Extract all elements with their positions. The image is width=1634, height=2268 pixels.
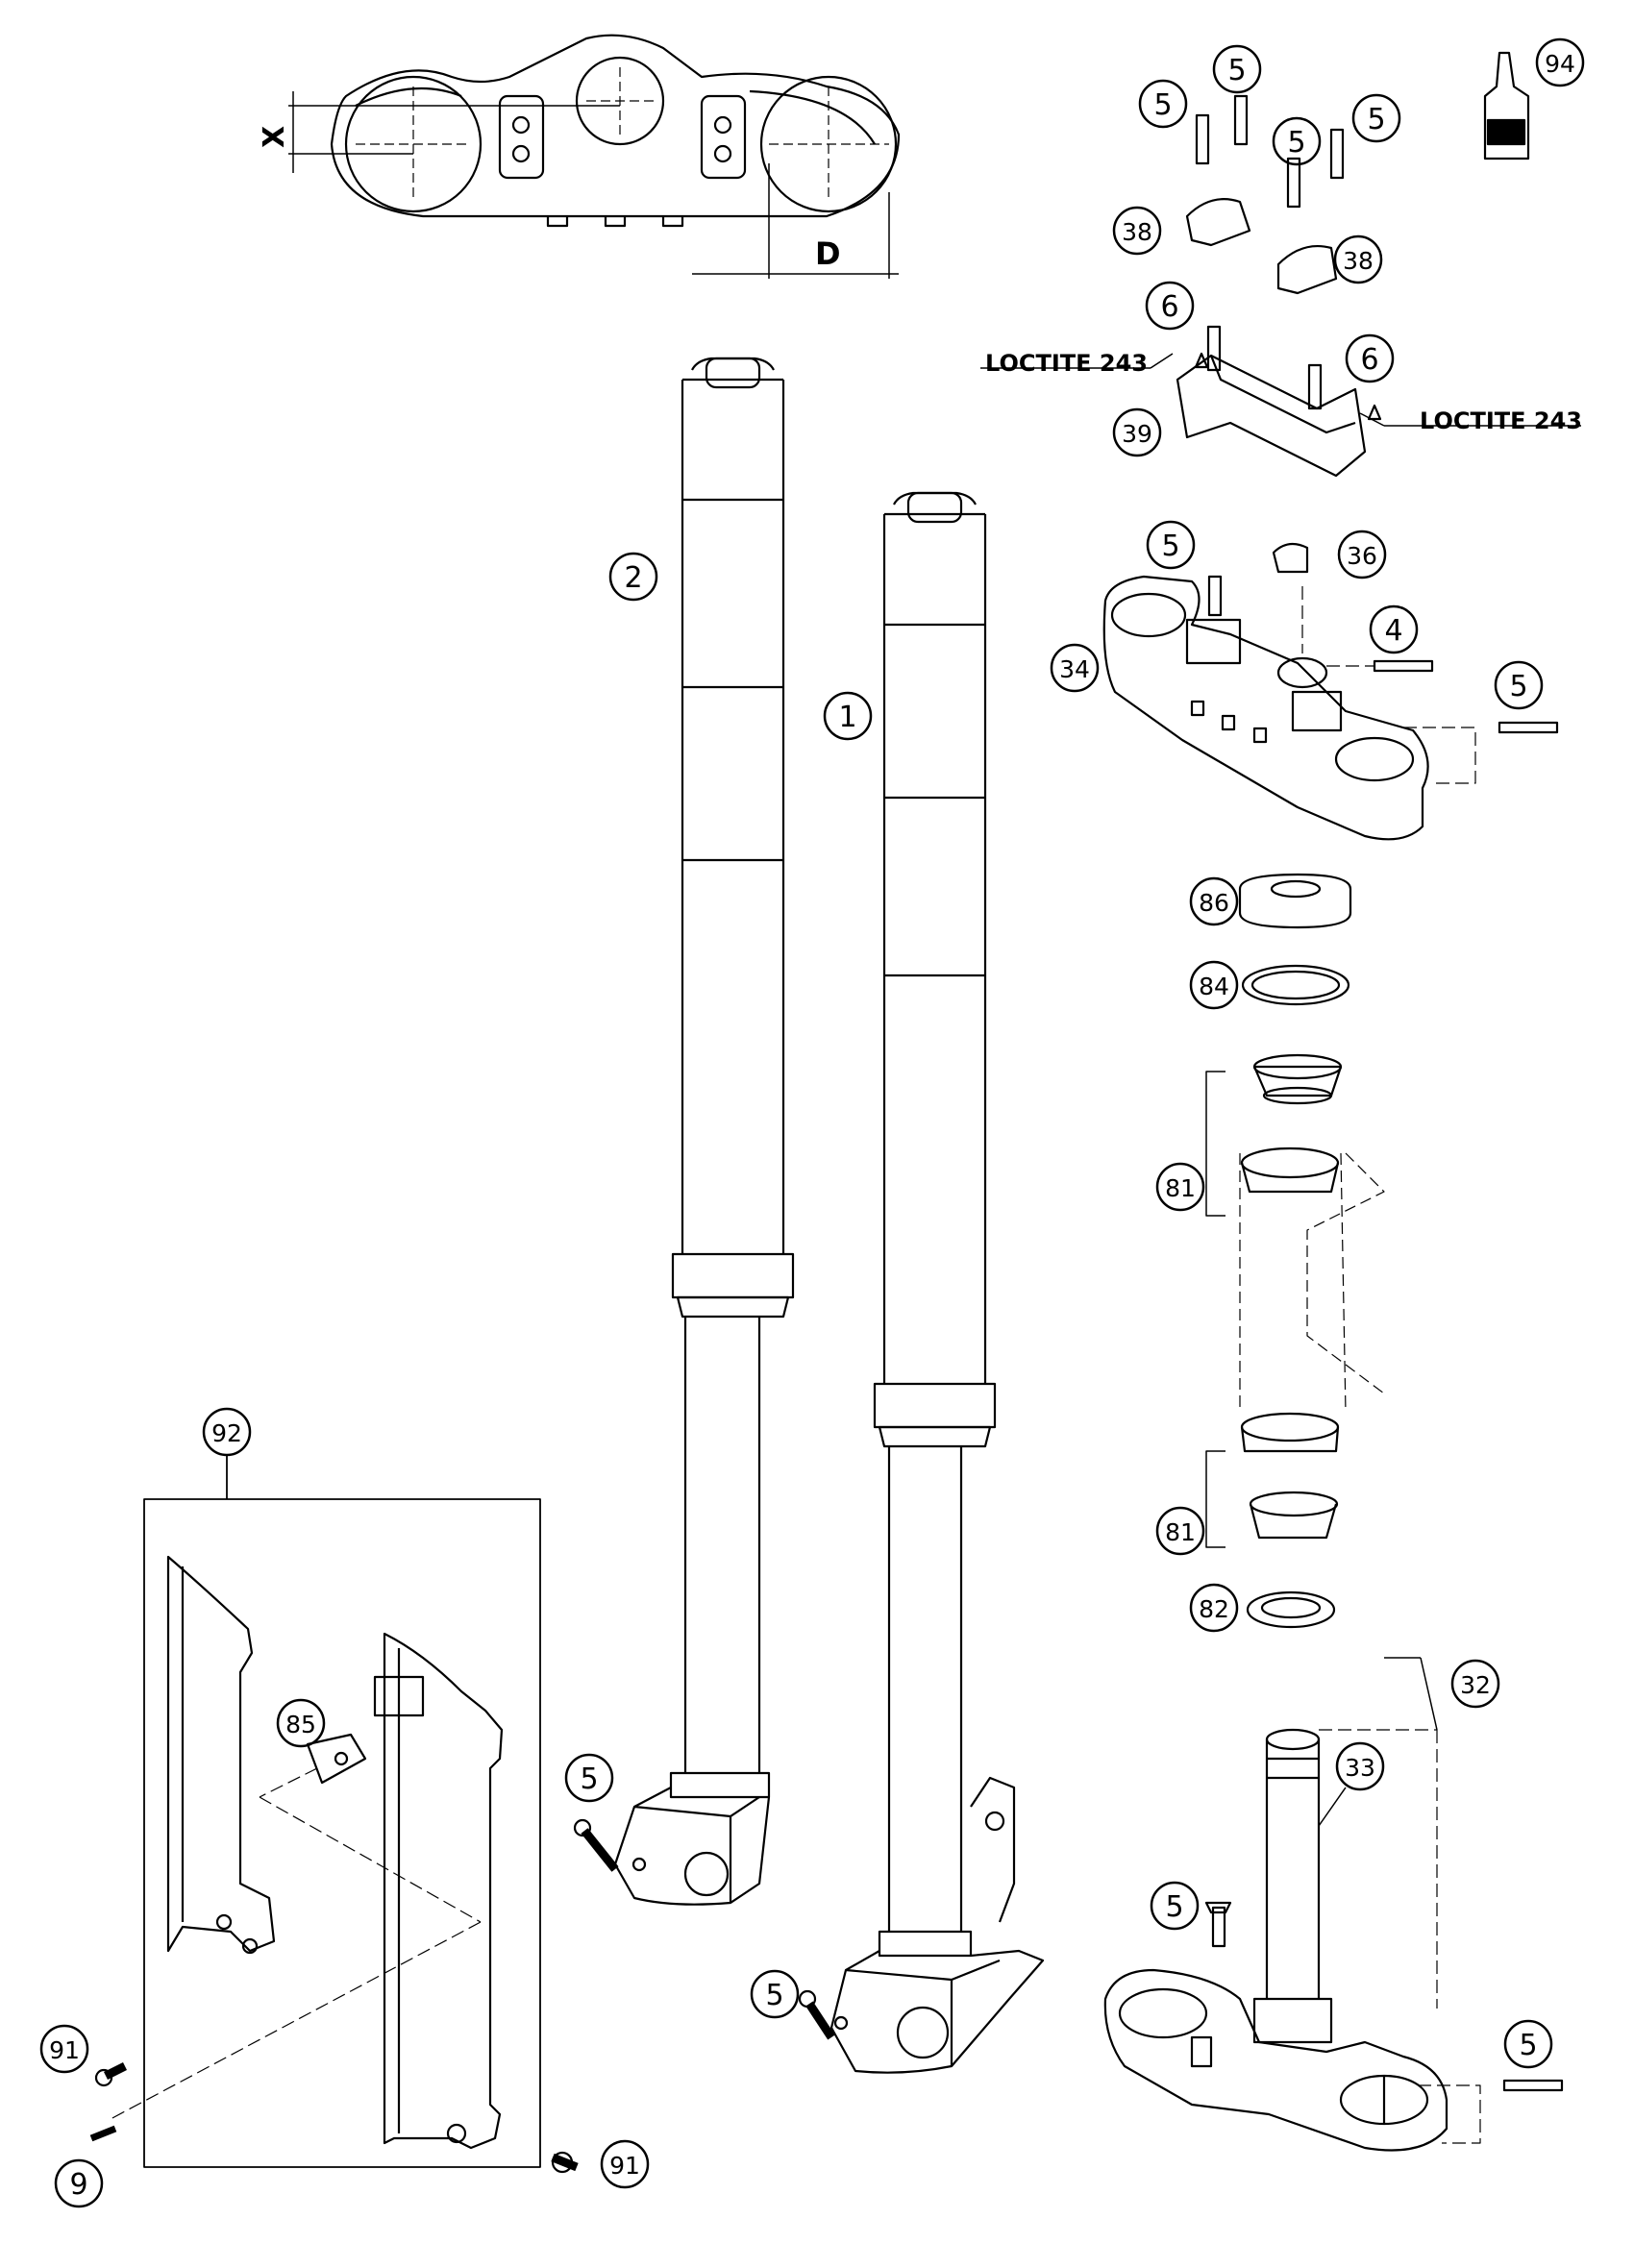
callout-86: 86 (1189, 876, 1239, 926)
svg-text:39: 39 (1122, 420, 1152, 448)
callout-91-b: 91 (600, 2139, 650, 2189)
callout-85: 85 (276, 1698, 326, 1748)
fork-leg-1 (829, 491, 1045, 2074)
svg-text:4: 4 (1384, 614, 1402, 648)
callout-5-g: 5 (564, 1753, 614, 1803)
callout-94: 94 (1535, 37, 1585, 87)
loose-screws (89, 1818, 835, 2174)
svg-text:1: 1 (838, 701, 856, 734)
loctite-label-left: LOCTITE 243 (985, 350, 1148, 377)
callout-5-j: 5 (1503, 2019, 1553, 2069)
callout-1: 1 (823, 691, 873, 741)
callout-2: 2 (608, 552, 658, 602)
svg-text:34: 34 (1059, 655, 1090, 683)
callout-6-b: 6 (1345, 333, 1395, 383)
callout-92: 92 (202, 1407, 252, 1457)
lower-triple-clamp (1103, 1728, 1564, 2152)
dimension-d-label: D (815, 235, 841, 272)
callout-5-d: 5 (1351, 93, 1401, 143)
upper-triple-clamp (1102, 542, 1559, 841)
svg-text:5: 5 (1227, 54, 1246, 87)
svg-text:92: 92 (211, 1419, 242, 1447)
svg-text:86: 86 (1199, 889, 1229, 917)
svg-text:85: 85 (285, 1711, 316, 1738)
svg-text:38: 38 (1343, 247, 1374, 275)
svg-text:5: 5 (1161, 530, 1179, 563)
callout-9: 9 (54, 2158, 104, 2208)
svg-text:38: 38 (1122, 218, 1152, 246)
bearings-seals (1205, 873, 1385, 1629)
callout-5-c: 5 (1272, 116, 1322, 166)
svg-text:81: 81 (1165, 1518, 1196, 1546)
callout-5-i: 5 (1150, 1881, 1200, 1931)
svg-text:36: 36 (1347, 542, 1377, 570)
callout-82: 82 (1189, 1583, 1239, 1633)
callout-81-upper: 81 (1155, 1162, 1205, 1212)
svg-text:5: 5 (1287, 126, 1305, 160)
svg-text:94: 94 (1545, 50, 1575, 78)
svg-text:5: 5 (580, 1763, 598, 1796)
svg-text:5: 5 (1165, 1890, 1183, 1924)
handlebar-clamps (1176, 94, 1382, 478)
callout-84: 84 (1189, 960, 1239, 1010)
callout-5-e: 5 (1146, 520, 1196, 570)
callout-38-a: 38 (1112, 206, 1162, 256)
svg-text:91: 91 (609, 2152, 640, 2180)
callout-5-h: 5 (750, 1969, 800, 2019)
svg-text:5: 5 (1367, 103, 1385, 136)
svg-text:91: 91 (49, 2036, 80, 2064)
callout-81-lower: 81 (1155, 1506, 1205, 1556)
callout-39: 39 (1112, 407, 1162, 457)
svg-text:6: 6 (1160, 290, 1178, 324)
callout-32: 32 (1450, 1659, 1500, 1709)
callout-5-f: 5 (1494, 660, 1544, 710)
callout-36: 36 (1337, 530, 1387, 579)
fork-protector-kit (110, 1456, 541, 2168)
dimension-x-label: X (258, 126, 291, 148)
svg-text:2: 2 (624, 561, 642, 595)
callout-38-b: 38 (1333, 234, 1383, 284)
callout-34: 34 (1050, 643, 1100, 693)
loctite-label-right: LOCTITE 243 (1420, 407, 1582, 434)
leader-lines (980, 353, 1581, 1827)
svg-text:32: 32 (1460, 1671, 1491, 1699)
callout-4: 4 (1369, 604, 1419, 654)
svg-text:81: 81 (1165, 1174, 1196, 1202)
callout-6-a: 6 (1145, 281, 1195, 331)
svg-text:5: 5 (765, 1979, 783, 2012)
svg-text:84: 84 (1199, 973, 1229, 1000)
svg-text:5: 5 (1509, 670, 1527, 703)
callout-33: 33 (1335, 1741, 1385, 1791)
svg-text:5: 5 (1519, 2029, 1537, 2062)
svg-text:33: 33 (1345, 1754, 1375, 1782)
fork-leg-2 (613, 357, 795, 1906)
callout-5-b: 5 (1212, 44, 1262, 94)
triple-clamp-detail (288, 34, 901, 279)
svg-text:9: 9 (69, 2168, 87, 2202)
svg-text:82: 82 (1199, 1595, 1229, 1623)
callout-5-a: 5 (1138, 79, 1188, 129)
callout-91-a: 91 (39, 2024, 89, 2074)
loctite-bottle (1483, 51, 1530, 160)
svg-text:5: 5 (1153, 88, 1172, 122)
svg-text:6: 6 (1360, 343, 1378, 377)
